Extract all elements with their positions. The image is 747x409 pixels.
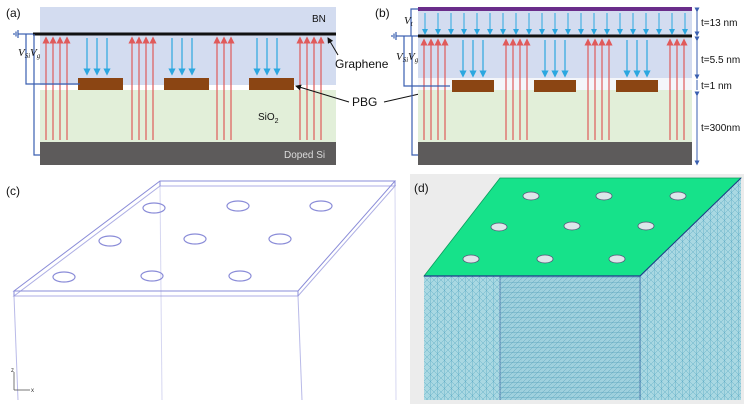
field-arrows-down — [83, 38, 281, 76]
axis-triad — [13, 372, 30, 391]
top-gate — [418, 7, 692, 11]
doped-si-layer-b — [418, 142, 692, 165]
thickness-300nm: t=300nm — [701, 123, 740, 134]
mesh-edge-2 — [639, 177, 742, 277]
bn-label: BN — [312, 14, 326, 25]
axis-z-label: z — [11, 368, 14, 374]
pbg-bars-b — [452, 80, 658, 92]
hole-array-c — [52, 200, 333, 283]
sio2-layer-b — [418, 90, 692, 142]
v-si-label: VSi — [18, 47, 30, 60]
wireframe-slab — [12, 180, 397, 401]
field-arrows-down-b — [459, 40, 651, 78]
panel-a-label: (a) — [6, 6, 21, 20]
field-arrows-up-b — [420, 38, 688, 140]
field-arrows-up — [42, 36, 325, 140]
bn-layer — [40, 7, 336, 85]
thickness-5-5nm: t=5.5 nm — [701, 55, 740, 66]
sio2-layer — [40, 90, 336, 142]
pbg-pointer-left — [295, 84, 350, 103]
panel-c-label: (c) — [6, 184, 20, 198]
panel-b-label: (b) — [375, 6, 390, 20]
voltage-wiring — [13, 30, 80, 156]
doped-si-layer — [40, 142, 336, 165]
panel-a: (a) BN SiO2 Doped Si VSi Vg Graphene PBG — [6, 6, 451, 165]
panel-b: (b) Vt VSi Vg t=13 nm t=5.5 nm t=1 nm t=… — [375, 6, 740, 166]
axis-x-label: x — [31, 388, 34, 394]
graphene-label: Graphene — [335, 57, 389, 71]
v-t-label: Vt — [404, 15, 414, 28]
v-g-label: Vg — [30, 47, 41, 60]
doped-si-label: Doped Si — [284, 150, 325, 161]
thickness-1nm: t=1 nm — [701, 81, 732, 92]
top-field-arrows — [422, 13, 688, 35]
thickness-13nm: t=13 nm — [701, 18, 737, 29]
panel-d-label: (d) — [414, 181, 429, 195]
voltage-wiring-b — [391, 8, 450, 156]
pbg-bars — [78, 78, 294, 90]
v-g-label-b: Vg — [408, 51, 419, 64]
mesh-front-right-face — [500, 276, 640, 400]
panel-c: z x (c) — [6, 180, 397, 401]
hole-array-d — [462, 191, 687, 264]
v-si-label-b: VSi — [396, 51, 408, 64]
mesh-side-face — [640, 178, 741, 400]
sio2-label: SiO2 — [258, 112, 279, 125]
pbg-label: PBG — [352, 95, 377, 109]
graphene-pointer — [327, 37, 339, 56]
panel-d: (d) — [410, 174, 744, 404]
